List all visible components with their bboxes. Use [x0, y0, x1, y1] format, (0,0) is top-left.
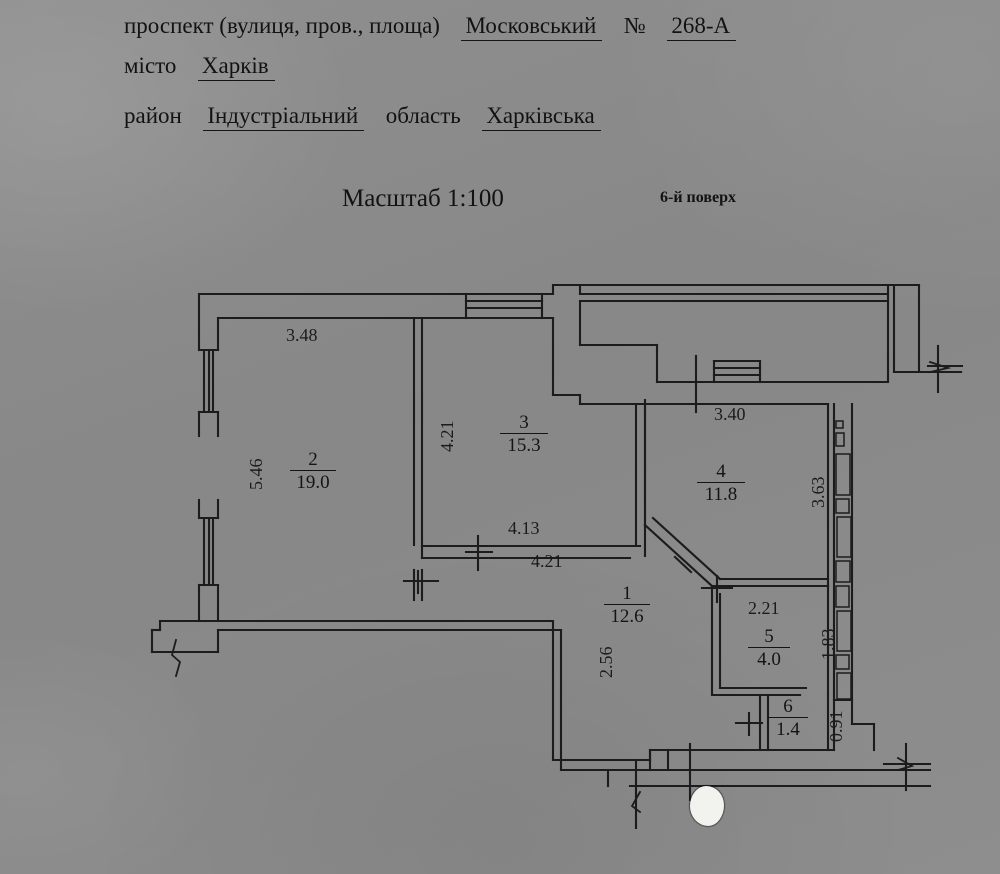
room-label-2: 2 19.0	[290, 450, 336, 493]
room-number-2: 2	[308, 449, 318, 470]
room-number-3: 3	[519, 412, 529, 433]
break-symbol-left	[170, 638, 182, 678]
dim-room5-width: 2.21	[748, 598, 780, 618]
district-label: район	[124, 103, 182, 128]
dim-room6-height: 0.91	[826, 710, 846, 743]
dim-room2-height: 5.46	[246, 458, 266, 491]
document-header: проспект (вулиця, пров., площа) Московсь…	[0, 0, 1000, 230]
room-area-3: 15.3	[500, 433, 548, 456]
dim-room1-height: 2.56	[596, 646, 616, 679]
break-symbol-right	[896, 756, 915, 772]
wall-room4-diagonal-outer	[651, 516, 722, 581]
room-label-5: 5 4.0	[748, 627, 790, 670]
room-number-6: 6	[783, 696, 793, 717]
room-label-4: 4 11.8	[697, 462, 745, 505]
door-tick-diagonal	[673, 555, 693, 574]
room-number-5: 5	[764, 626, 774, 647]
house-number-label: №	[623, 13, 646, 38]
header-city-line: місто Харків	[124, 53, 275, 81]
break-symbol-bottom	[630, 790, 642, 814]
wall-outer-top-notch	[551, 283, 582, 296]
dim-room2-width: 3.48	[286, 325, 318, 345]
dim-room3-width-inner: 4.13	[508, 518, 540, 538]
street-name-value: Московський	[461, 13, 603, 41]
city-label: місто	[124, 53, 177, 78]
break-symbol-topright	[928, 360, 952, 374]
street-type-label: проспект (вулиця, пров., площа)	[124, 13, 440, 38]
region-label: область	[385, 103, 461, 128]
paper-blot-artifact	[690, 786, 724, 826]
dim-room5-height: 1.83	[818, 628, 838, 661]
wall-brick-hatch	[835, 420, 852, 700]
room-area-6: 1.4	[768, 717, 808, 740]
district-value: Індустріальний	[203, 103, 365, 131]
room-number-4: 4	[716, 461, 726, 482]
room-number-1: 1	[622, 583, 632, 604]
dim-room3-height: 4.21	[437, 420, 457, 453]
room-area-5: 4.0	[748, 647, 790, 670]
room-area-1: 12.6	[604, 604, 650, 627]
room-label-6: 6 1.4	[768, 697, 808, 740]
header-street-line: проспект (вулиця, пров., площа) Московсь…	[124, 13, 737, 41]
dim-room4-width: 3.40	[714, 404, 746, 424]
room-label-3: 3 15.3	[500, 413, 548, 456]
scale-label: Масштаб 1:100	[342, 185, 504, 212]
wall-room4-diagonal-inner	[643, 523, 714, 588]
floor-label: 6-й поверх	[660, 189, 737, 206]
room-area-4: 11.8	[697, 482, 745, 505]
region-value: Харківська	[482, 103, 601, 131]
header-district-line: район Індустріальний область Харківська	[124, 103, 601, 131]
dim-room4-height: 3.63	[808, 476, 828, 509]
room-area-2: 19.0	[290, 470, 336, 493]
room-label-1: 1 12.6	[604, 584, 650, 627]
dim-room3-width-outer: 4.21	[531, 551, 563, 571]
city-value: Харків	[197, 53, 275, 81]
house-number-value: 268-А	[667, 13, 737, 41]
